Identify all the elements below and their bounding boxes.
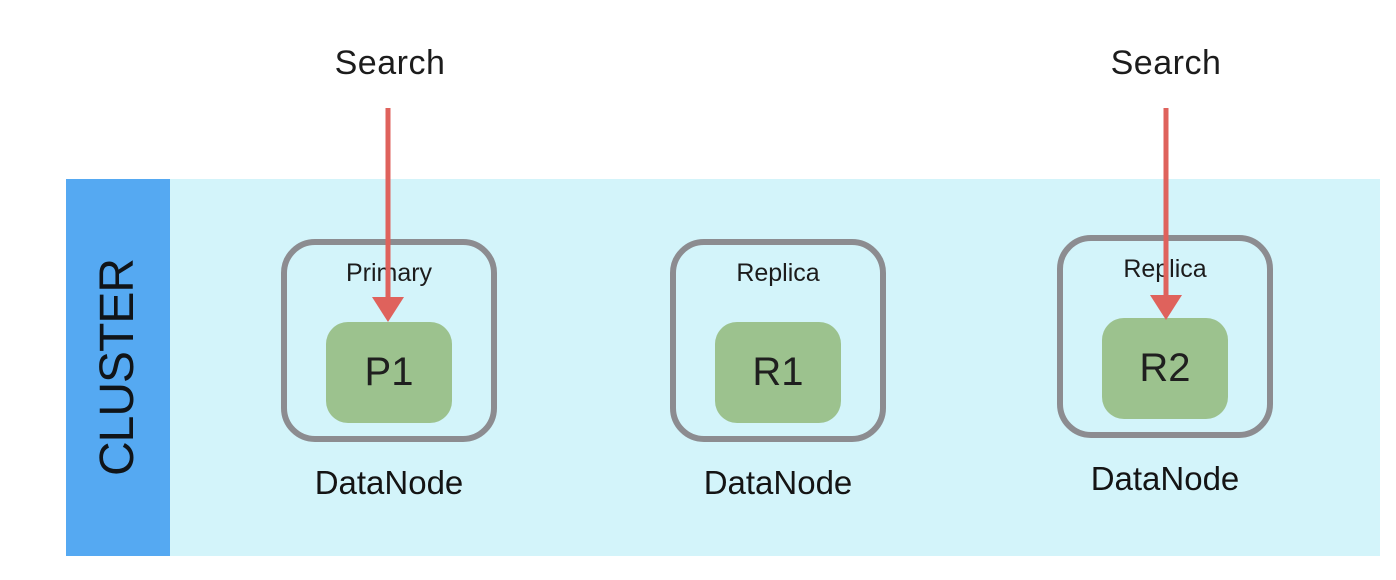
- data-node-2-caption: DataNode: [703, 464, 853, 501]
- shard-type-label: Primary: [345, 259, 433, 287]
- shard-R1: R1: [715, 322, 841, 423]
- data-node-2: Replica R1 DataNode: [670, 239, 886, 502]
- data-node-1-caption: DataNode: [314, 464, 464, 501]
- data-node-3: Replica R2 DataNode: [1057, 235, 1273, 498]
- cluster-sidebar: CLUSTER: [66, 179, 170, 556]
- search-label-left: Search: [334, 44, 446, 82]
- cluster-label: CLUSTER: [91, 258, 145, 477]
- data-node-2-box: Replica R1: [670, 239, 886, 442]
- shard-type-label: Replica: [1123, 255, 1207, 283]
- search-label-right: Search: [1110, 44, 1222, 82]
- shard-type-label: Replica: [736, 259, 820, 287]
- data-node-1: Primary P1 DataNode: [281, 239, 497, 502]
- data-node-3-caption: DataNode: [1090, 460, 1240, 497]
- shard-P1: P1: [326, 322, 452, 423]
- shard-R2: R2: [1102, 318, 1228, 419]
- data-node-1-box: Primary P1: [281, 239, 497, 442]
- data-node-3-box: Replica R2: [1057, 235, 1273, 438]
